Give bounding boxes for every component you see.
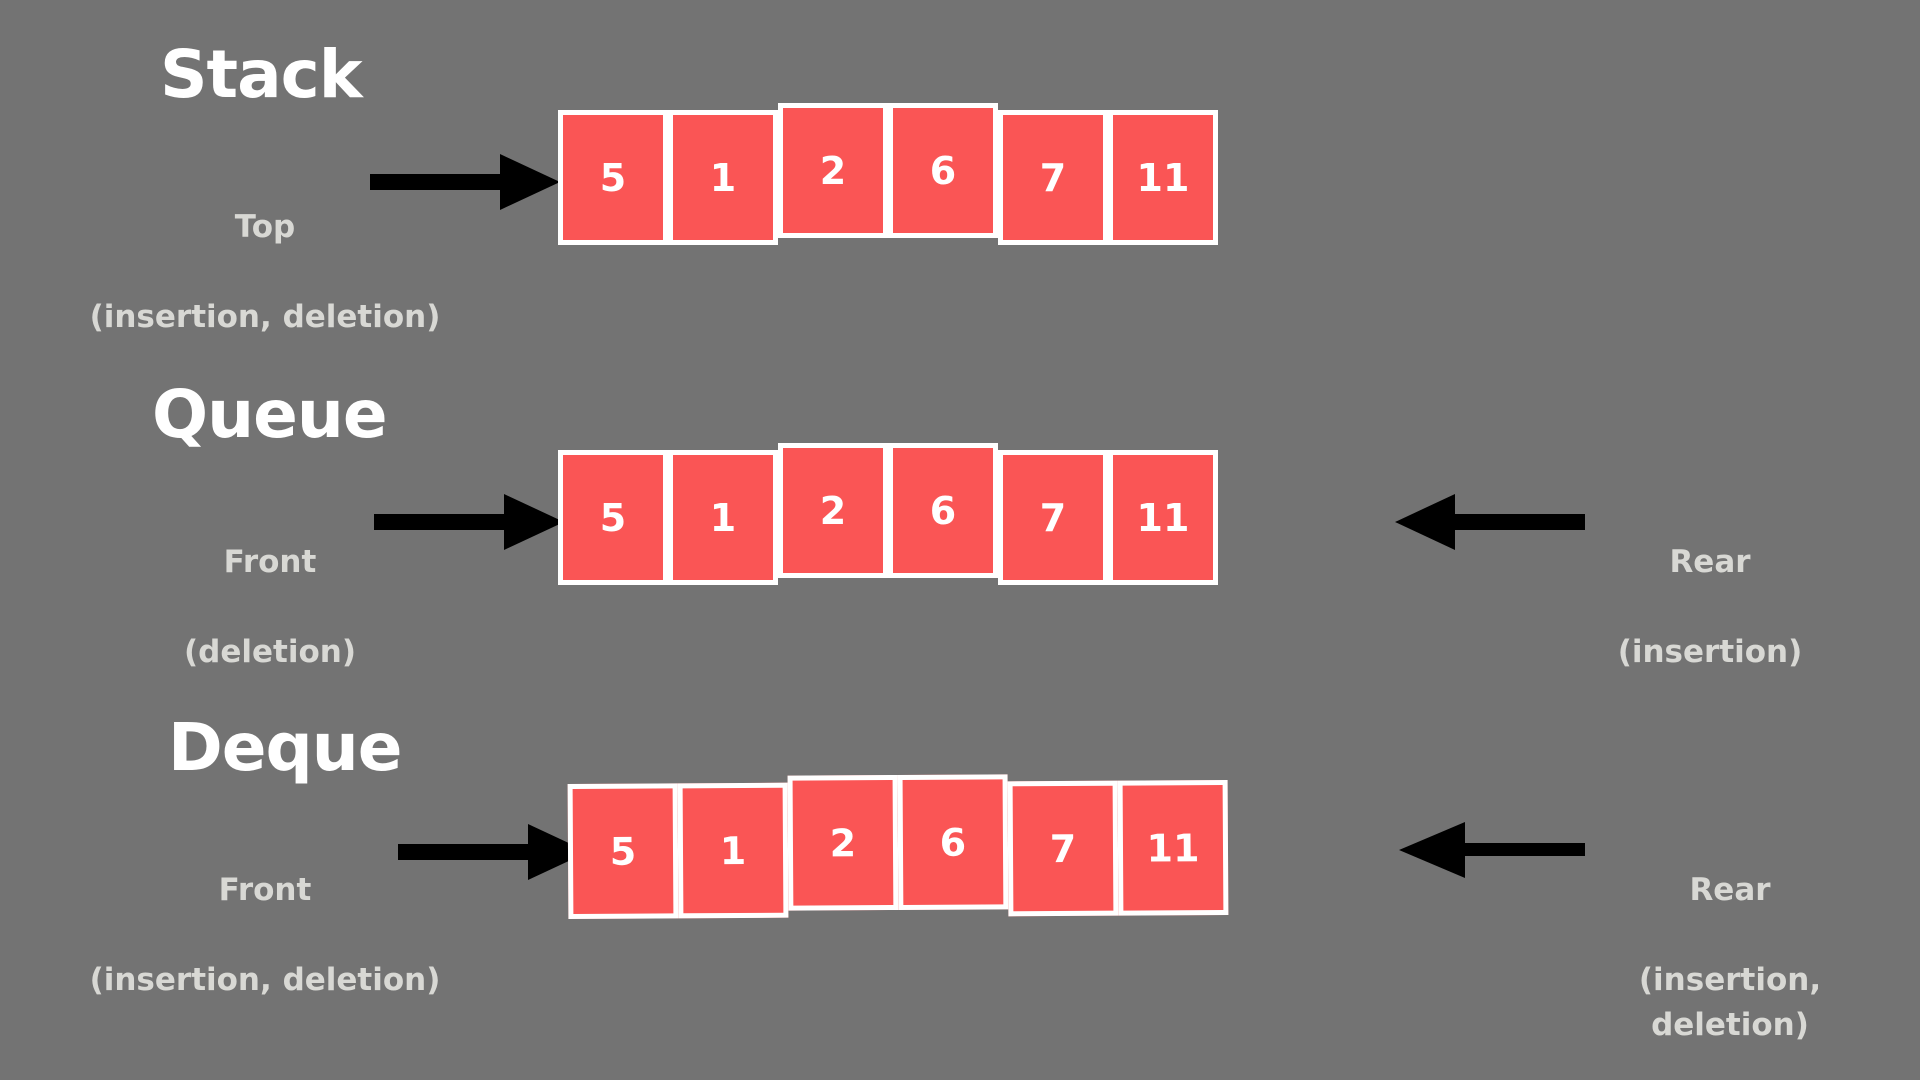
stack-left-label-name: Top <box>234 208 296 245</box>
queue-cell: 6 <box>888 443 998 578</box>
deque-rear-arrow-left-icon <box>1399 822 1585 878</box>
deque-right-label-group: Rear (insertion, deletion) <box>1540 823 1920 1080</box>
deque-right-label-name: Rear <box>1689 871 1771 908</box>
deque-title: Deque <box>168 709 403 786</box>
queue-cell: 5 <box>558 450 668 585</box>
stack-cell: 6 <box>888 103 998 238</box>
stack-cell: 11 <box>1108 110 1218 245</box>
deque-left-label-name: Front <box>218 871 312 908</box>
stack-cells-row: 5 1 2 6 7 11 <box>558 103 1218 245</box>
queue-right-label-name: Rear <box>1669 543 1751 580</box>
deque-cell: 5 <box>567 783 679 920</box>
queue-cell: 2 <box>778 443 888 578</box>
stack-left-label-ops: (insertion, deletion) <box>89 298 441 335</box>
stack-top-arrow-right-icon <box>370 154 560 210</box>
deque-cell: 2 <box>787 775 899 911</box>
queue-front-arrow-right-icon <box>374 494 564 550</box>
queue-cell: 7 <box>998 450 1108 585</box>
stack-cell: 7 <box>998 110 1108 245</box>
queue-right-label-ops: (insertion) <box>1617 633 1803 670</box>
queue-cell: 11 <box>1108 450 1218 585</box>
stack-cell: 2 <box>778 103 888 238</box>
queue-right-label-group: Rear (insertion) <box>1500 495 1920 720</box>
stack-cell: 5 <box>558 110 668 245</box>
deque-cell: 1 <box>677 782 789 919</box>
queue-title: Queue <box>152 376 388 453</box>
stack-cell: 1 <box>668 110 778 245</box>
deque-left-label-group: Front (insertion, deletion) <box>20 823 510 1048</box>
queue-left-label-name: Front <box>223 543 317 580</box>
queue-cells-row: 5 1 2 6 7 11 <box>558 443 1218 585</box>
stack-left-label-group: Top (insertion, deletion) <box>20 160 510 385</box>
deque-left-label-ops: (insertion, deletion) <box>89 961 441 998</box>
queue-left-label-group: Front (deletion) <box>30 495 510 720</box>
deque-cell: 6 <box>897 774 1009 910</box>
deque-cell: 7 <box>1007 780 1119 917</box>
deque-cells-row: 5 1 2 6 7 11 <box>567 774 1229 920</box>
queue-left-label-ops: (deletion) <box>183 633 356 670</box>
deque-right-label-ops: (insertion, deletion) <box>1638 961 1822 1043</box>
deque-cell: 11 <box>1117 779 1229 916</box>
queue-rear-arrow-left-icon <box>1395 494 1585 550</box>
deque-front-arrow-right-icon <box>398 824 588 880</box>
queue-cell: 1 <box>668 450 778 585</box>
stack-title: Stack <box>160 36 363 113</box>
